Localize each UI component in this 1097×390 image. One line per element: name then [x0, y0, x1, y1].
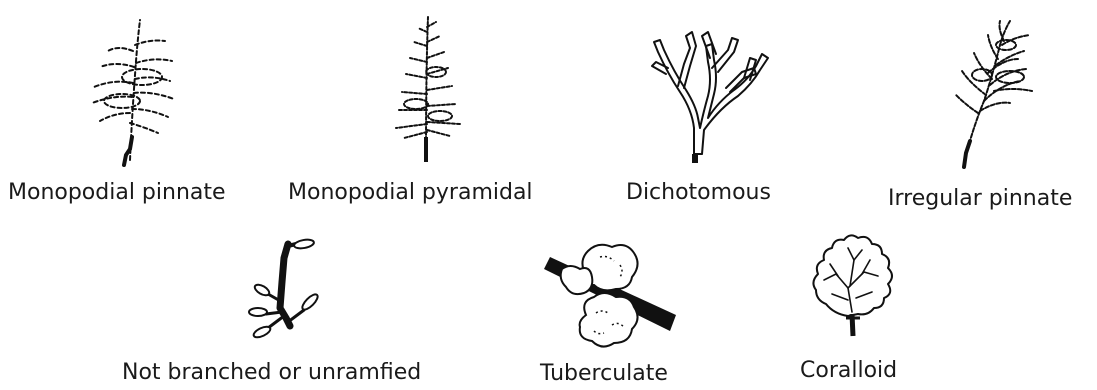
unbranched-label: Not branched or unramfied	[122, 360, 421, 386]
dichotomous-label: Dichotomous	[626, 180, 771, 206]
tuberculate-label: Tuberculate	[540, 361, 668, 387]
dichotomous-icon	[648, 18, 773, 163]
monopodial-pyramidal-label: Monopodial pyramidal	[288, 180, 533, 206]
irregular-pinnate-icon	[940, 15, 1040, 170]
coralloid-label: Coralloid	[800, 358, 897, 384]
monopodial-pyramidal-icon	[380, 12, 470, 167]
irregular-pinnate-label: Irregular pinnate	[888, 186, 1072, 212]
monopodial-pinnate-label: Monopodial pinnate	[8, 180, 226, 206]
tuberculate-icon	[540, 235, 680, 360]
monopodial-pinnate-icon	[80, 15, 190, 167]
coralloid-icon	[808, 228, 898, 343]
unbranched-icon	[240, 238, 330, 348]
